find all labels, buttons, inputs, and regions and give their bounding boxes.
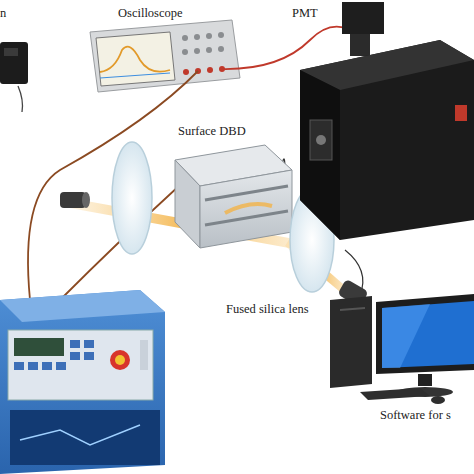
lens bbox=[112, 142, 152, 254]
oscilloscope bbox=[90, 20, 240, 92]
power-supply bbox=[0, 290, 165, 474]
fiber-collector bbox=[60, 192, 90, 208]
camera-device bbox=[0, 42, 28, 112]
pmt-detector bbox=[342, 2, 384, 56]
device-label: Fused silica lens bbox=[226, 302, 309, 316]
device-label: PMT bbox=[292, 6, 318, 20]
device-label: Surface DBD bbox=[178, 124, 246, 138]
device-label: Oscilloscope bbox=[118, 6, 183, 20]
computer bbox=[330, 294, 474, 404]
dbd-reactor bbox=[175, 145, 292, 248]
probe-wire bbox=[28, 71, 198, 300]
device-label: Software for s bbox=[380, 408, 451, 422]
spectrometer bbox=[300, 40, 474, 240]
signal-wire bbox=[222, 27, 350, 69]
device-label: n bbox=[0, 6, 6, 20]
